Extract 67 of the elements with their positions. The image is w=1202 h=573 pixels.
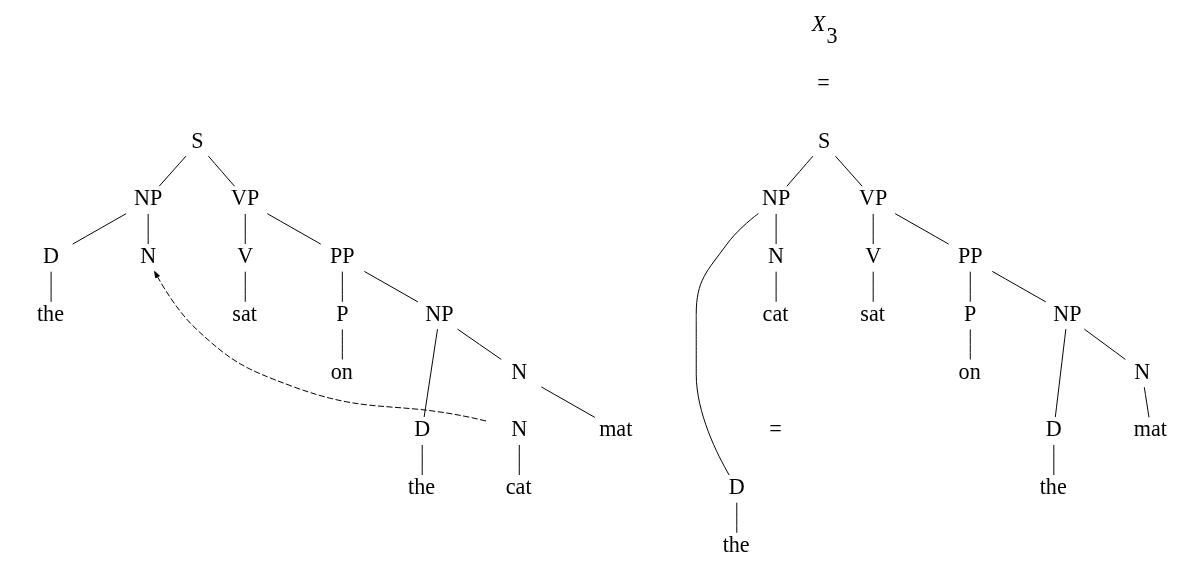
connector [158,155,187,187]
node-text: S [817,127,831,153]
connector [457,328,502,360]
node-text: N [511,358,528,384]
connector [1053,444,1055,476]
node-text: N [768,243,785,269]
node-text: D [728,474,745,500]
node-text: PP [957,243,983,269]
connector [969,328,971,360]
connector [540,386,596,418]
label: = [769,416,782,442]
connector [894,213,950,245]
node-text: on [958,358,981,384]
connector [244,213,246,245]
node-text: N [1134,358,1151,384]
arrow [154,270,487,422]
node-text: sat [860,300,885,326]
node-text: the [1039,474,1067,500]
node-text: mat [599,416,633,442]
node-text: cat [505,474,532,500]
connector [969,271,971,303]
connector [1143,386,1150,418]
node-text: NP [1053,300,1082,326]
node-text: P [336,300,349,326]
connector [363,270,419,303]
node-text: VP [859,185,888,211]
node-text: P [964,300,977,326]
connector [72,213,127,245]
connector [1083,328,1126,360]
connector [786,155,814,187]
node-text: NP [425,300,454,326]
node-text: D [1045,416,1062,442]
connector [423,328,438,418]
connector [244,271,246,303]
node-text: NP [134,185,163,211]
node-text: D [414,416,431,442]
node-text: VP [231,185,260,211]
connector [872,271,874,303]
connector [736,502,738,534]
label: = [817,69,830,95]
connector [518,444,520,476]
connector [266,213,322,245]
node-text: on [330,358,353,384]
connector [1054,328,1067,418]
node-text: V [865,243,882,269]
node-text: cat [762,300,789,326]
node-text: N [511,416,528,442]
node-text: V [237,243,254,269]
node-text: NP [761,185,791,211]
connector [834,155,863,187]
connector [991,270,1047,303]
node-text: S [191,127,204,153]
connector [341,328,343,360]
node-text: N [140,243,157,269]
node-text: the [36,300,64,326]
node-text: the [408,474,436,500]
connector [341,271,343,303]
node-text: sat [232,300,257,326]
node-text: PP [330,243,355,269]
connector [147,213,149,245]
connector [421,444,423,476]
node-text: mat [1133,416,1167,442]
connector [695,212,759,476]
connector [207,155,235,187]
node-text: the [722,531,750,557]
connector [872,213,874,245]
node-text: D [43,243,60,269]
